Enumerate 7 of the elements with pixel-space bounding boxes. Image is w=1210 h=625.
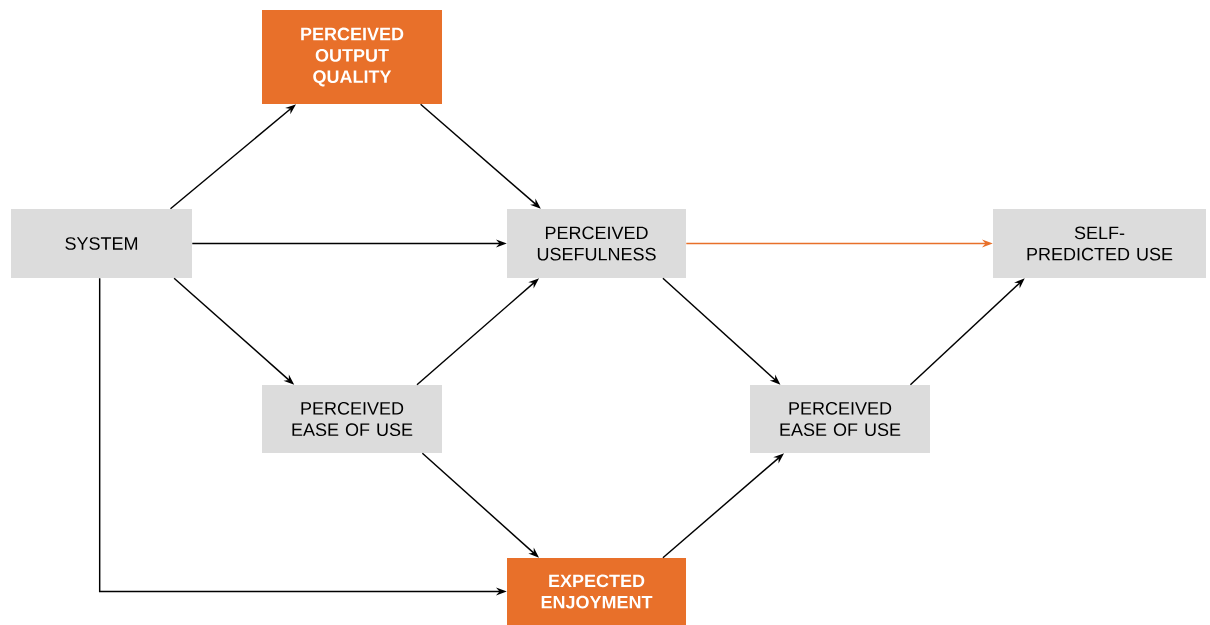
concept-box: PERCEIVED USEFULNESS	[507, 209, 686, 278]
highlight-box: EXPECTED ENJOYMENT	[507, 558, 686, 625]
highlight-box: PERCEIVED OUTPUT QUALITY	[262, 10, 442, 104]
concept-box: SYSTEM	[11, 209, 192, 278]
concept-box: PERCEIVED EASE OF USE	[750, 385, 930, 453]
concept-box: SELF-PREDICTED USE	[993, 209, 1206, 278]
concept-box: PERCEIVED EASE OF USE	[262, 385, 442, 453]
